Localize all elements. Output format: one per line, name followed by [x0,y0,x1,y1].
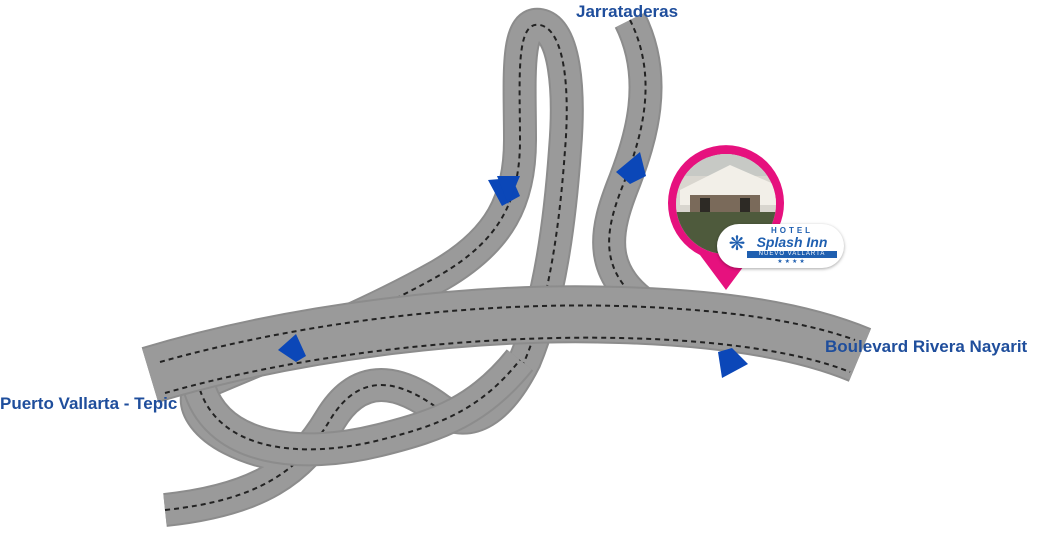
north-ramp [592,12,679,336]
arrow-right-icon [718,348,748,378]
lower-ramp [183,349,534,467]
arrow-down-left-icon [497,176,520,204]
main-highway [141,285,880,403]
logo-name: Splash Inn [756,234,828,250]
logo-stars: ★★★★ [777,259,807,265]
direction-arrows [278,152,748,378]
logo-subtitle: NUEVO VALLARTA [747,251,837,258]
hotel-logo[interactable]: ❋ HOTEL Splash Inn NUEVO VALLARTA ★★★★ [717,224,844,268]
arrow-up-icon [616,152,646,184]
logo-top-text: HOTEL [770,226,814,235]
label-boulevard-rivera-nayarit[interactable]: Boulevard Rivera Nayarit [825,337,1028,356]
label-jarrataderas[interactable]: Jarrataderas [576,2,679,21]
hotel-pin[interactable] [668,145,784,290]
logo-drop-icon: ❋ [728,233,746,255]
label-puerto-vallarta-tepic[interactable]: Puerto Vallarta - Tepic [0,394,178,413]
arrow-left-icon [278,334,306,362]
